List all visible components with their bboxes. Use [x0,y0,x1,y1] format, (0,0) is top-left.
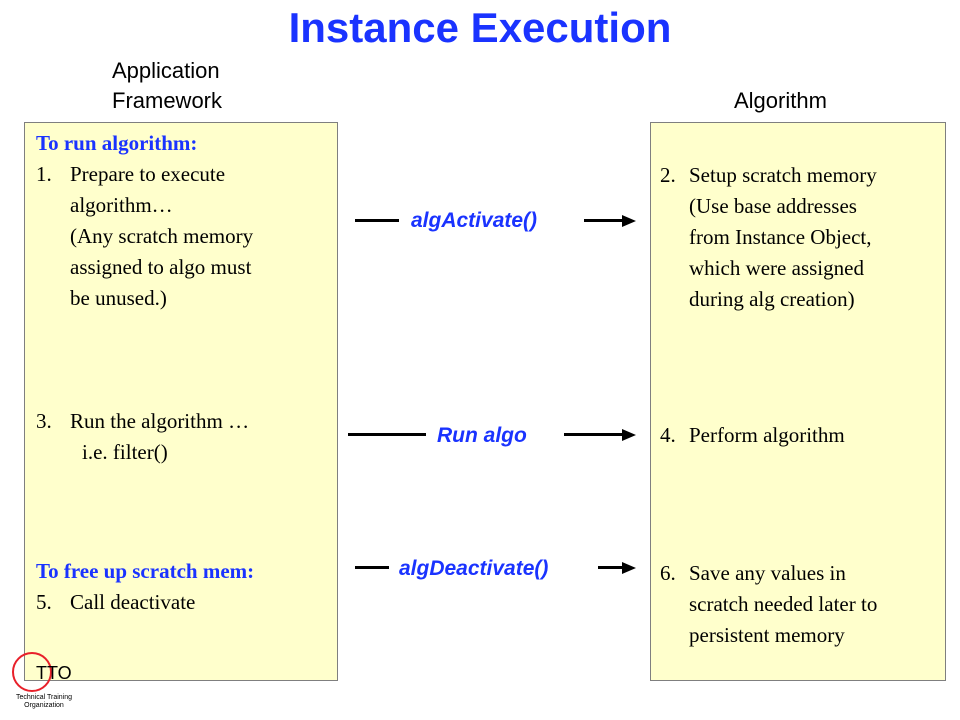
step-1-line: be unused.) [70,286,167,310]
step-2-line: (Use base addresses [689,194,857,218]
alg-deactivate-label: algDeactivate() [399,557,549,580]
run-arrowhead-icon [622,428,636,441]
step-6-line: persistent memory [689,623,845,647]
step-6-number: 6. [660,561,676,585]
application-framework-panel [24,122,338,681]
step-4-number: 4. [660,423,676,447]
logo-subtitle: Technical Training Organization [12,694,76,710]
step-1-line: Prepare to execute [70,162,226,186]
run-algo-label: Run algo [437,424,527,447]
step-6-text: Save any values in scratch needed later … [689,558,877,651]
heading-line: Framework [112,88,223,113]
step-2-line: Setup scratch memory [689,163,877,187]
step-2-number: 2. [660,163,676,187]
logo-subtitle-line: Organization [24,702,64,709]
logo-subtitle-line: Technical Training [15,694,73,701]
step-1-number: 1. [36,162,52,186]
step-2-line: which were assigned [689,256,864,280]
application-framework-heading: Application Framework [112,56,222,116]
step-1-line: assigned to algo must [70,255,252,279]
algorithm-panel [650,122,946,681]
activate-arrowhead-icon [622,214,636,227]
free-scratch-heading: To free up scratch mem: [36,559,255,583]
algorithm-heading: Algorithm [734,88,827,113]
step-2-line: during alg creation) [689,287,855,311]
alg-activate-label: algActivate() [411,209,538,232]
logo-ring-icon [12,652,52,692]
step-1-line: (Any scratch memory [70,224,254,248]
page-title: Instance Execution [288,4,672,51]
step-2-line: from Instance Object, [689,225,872,249]
deactivate-arrow-line-right [598,566,622,569]
logo: TTO [36,663,72,683]
step-1-line: algorithm… [70,193,173,217]
step-4-text: Perform algorithm [689,423,845,447]
run-arrow-line-right [564,433,622,436]
step-6-line: Save any values in [689,561,846,585]
step-5-text: Call deactivate [70,590,196,614]
heading-line: Application [112,58,220,83]
step-2-text: Setup scratch memory (Use base addresses… [689,160,877,315]
run-arrow-line-left [348,433,426,436]
activate-arrow-line-right [584,219,622,222]
deactivate-arrow-line-left [355,566,389,569]
step-5-number: 5. [36,590,52,614]
step-1-text: Prepare to execute algorithm… (Any scrat… [70,159,253,314]
activate-arrow-line-left [355,219,399,222]
deactivate-arrowhead-icon [622,561,636,574]
step-3-text: Run the algorithm … [70,409,250,433]
step-3-subtext: i.e. filter() [82,440,168,464]
step-3-number: 3. [36,409,52,433]
step-6-line: scratch needed later to [689,592,878,616]
run-algorithm-heading: To run algorithm: [36,131,198,155]
